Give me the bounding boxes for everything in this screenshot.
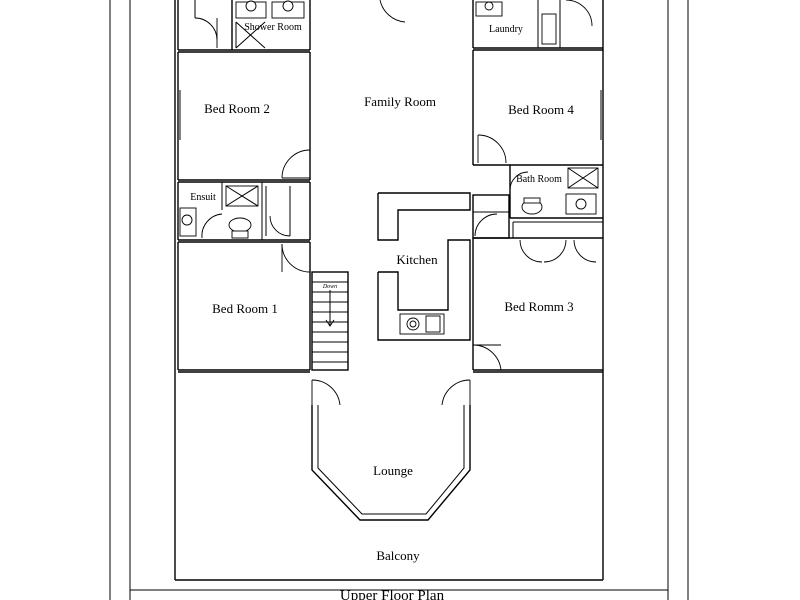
lounge-walls <box>178 371 603 521</box>
laundry-label: Laundry <box>489 24 523 35</box>
bed-room-3-walls <box>472 221 603 373</box>
shower-room-label: Shower Room <box>244 22 302 33</box>
ensuit-label: Ensuit <box>190 192 216 203</box>
bed-romm-3-label: Bed Romm 3 <box>504 299 573 314</box>
stair[interactable] <box>311 271 349 371</box>
lounge-label: Lounge <box>373 463 413 478</box>
bath-room-label: Bath Room <box>516 174 562 185</box>
kitchen-counters[interactable] <box>377 192 471 341</box>
family-room-label: Family Room <box>364 94 436 109</box>
family-room-door[interactable] <box>379 0 406 23</box>
stair-down-label: Down <box>322 284 337 290</box>
outer-walls <box>174 0 604 581</box>
pantry <box>472 194 510 239</box>
bed-room-2-label: Bed Room 2 <box>204 101 270 116</box>
bed-room-1-label: Bed Room 1 <box>212 301 278 316</box>
ensuit-block <box>177 181 311 241</box>
bed-room-2-walls <box>177 51 311 181</box>
bath-room-block <box>509 165 603 219</box>
shower-room-block <box>177 0 311 51</box>
bed-room-4-label: Bed Room 4 <box>508 102 574 117</box>
laundry-block <box>472 0 603 49</box>
kitchen-label: Kitchen <box>396 252 438 267</box>
balcony-label: Balcony <box>376 548 420 563</box>
bed-room-4-walls <box>472 49 603 166</box>
page-frame <box>109 0 689 600</box>
plan-title: Upper Floor Plan <box>340 588 445 600</box>
